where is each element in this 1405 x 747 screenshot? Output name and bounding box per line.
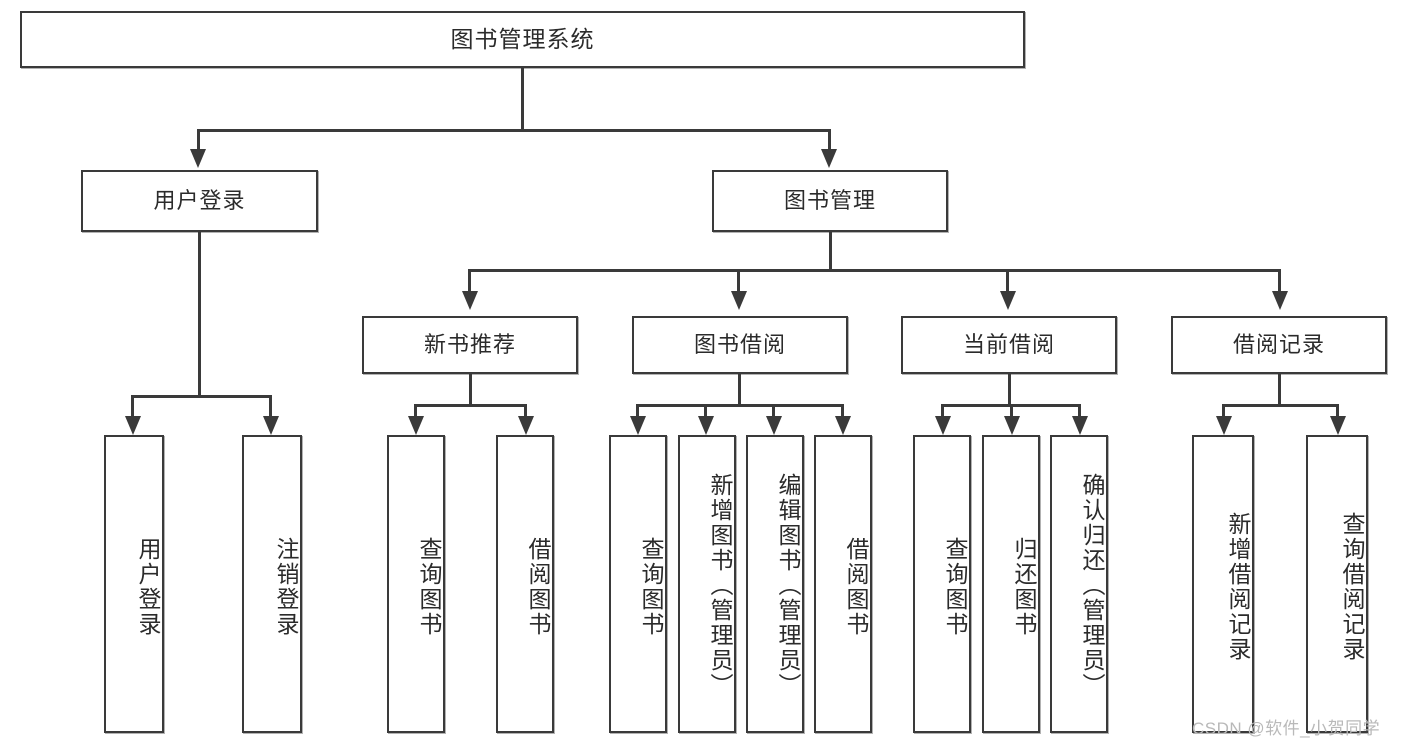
node-label: 用户登录	[153, 187, 246, 213]
arrow-to-leaf-query-book-3	[935, 416, 951, 435]
arrow-to-user-login	[190, 149, 206, 168]
connector-user-login-drop-1	[131, 395, 134, 418]
connector-borrow-stem	[738, 374, 741, 406]
node-label: 查询图书	[416, 537, 442, 637]
connector-borrow-bar	[636, 404, 844, 407]
connector-book-management-bar	[468, 269, 1281, 272]
connector-root-bar	[197, 129, 831, 132]
node-user-login[interactable]: 用户登录	[81, 170, 318, 232]
node-label: 新书推荐	[423, 331, 516, 357]
connector-current-drop-3	[1078, 404, 1081, 418]
connector-l3-drop-2	[737, 269, 740, 292]
connector-record-drop-1	[1222, 404, 1225, 418]
connector-current-drop-2	[1010, 404, 1013, 418]
node-label: 图书借阅	[693, 331, 786, 357]
connector-l3-drop-4	[1278, 269, 1281, 292]
leaf-query-borrow-record[interactable]: 查询借阅记录	[1306, 435, 1368, 733]
arrow-to-current-borrow	[1000, 291, 1016, 310]
leaf-confirm-return-admin[interactable]: 确认归还（管理员）	[1050, 435, 1108, 733]
connector-user-login-drop-2	[269, 395, 272, 418]
connector-l3-drop-1	[468, 269, 471, 292]
connector-current-drop-1	[941, 404, 944, 418]
connector-recommend-bar	[414, 404, 527, 407]
leaf-logout[interactable]: 注销登录	[242, 435, 302, 733]
arrow-to-leaf-add-record	[1216, 416, 1232, 435]
connector-record-drop-2	[1336, 404, 1339, 418]
leaf-edit-book-admin[interactable]: 编辑图书（管理员）	[746, 435, 804, 733]
node-label: 查询图书	[638, 537, 664, 637]
connector-book-management-stem	[829, 232, 832, 271]
watermark-csdn: CSDN @软件_小贺同学	[1192, 714, 1380, 739]
arrow-to-book-management	[821, 149, 837, 168]
leaf-borrow-book-recommend[interactable]: 借阅图书	[496, 435, 554, 733]
node-label: 借阅图书	[843, 537, 869, 637]
node-book-borrow[interactable]: 图书借阅	[632, 316, 848, 374]
node-label: 用户登录	[135, 537, 161, 637]
connector-record-bar	[1222, 404, 1339, 407]
connector-user-login-bar	[131, 395, 269, 398]
connector-recommend-drop-2	[524, 404, 527, 418]
arrow-to-leaf-query-book-2	[630, 416, 646, 435]
node-label: 借阅记录	[1232, 331, 1325, 357]
connector-user-login-stem	[198, 232, 201, 397]
connector-recommend-stem	[469, 374, 472, 406]
node-new-book-recommend[interactable]: 新书推荐	[362, 316, 578, 374]
arrow-to-leaf-logout	[263, 416, 279, 435]
arrow-to-leaf-borrow-book-2	[835, 416, 851, 435]
node-borrow-record[interactable]: 借阅记录	[1171, 316, 1387, 374]
connector-borrow-drop-4	[841, 404, 844, 418]
arrow-to-leaf-borrow-book-1	[518, 416, 534, 435]
leaf-add-book-admin[interactable]: 新增图书（管理员）	[678, 435, 736, 733]
node-label: 确认归还（管理员）	[1079, 472, 1105, 698]
connector-root-stem	[521, 68, 524, 130]
node-book-management[interactable]: 图书管理	[712, 170, 948, 232]
leaf-add-borrow-record[interactable]: 新增借阅记录	[1192, 435, 1254, 733]
arrow-to-book-borrow	[731, 291, 747, 310]
node-label: 编辑图书（管理员）	[775, 472, 801, 698]
arrow-to-leaf-user-login	[125, 416, 141, 435]
leaf-query-book-current[interactable]: 查询图书	[913, 435, 971, 733]
node-label: 查询图书	[942, 537, 968, 637]
connector-root-drop-right	[828, 129, 831, 149]
node-label: 图书管理系统	[450, 25, 595, 52]
connector-root-drop-left	[197, 129, 200, 149]
node-label: 借阅图书	[525, 537, 551, 637]
leaf-borrow-book-borrow[interactable]: 借阅图书	[814, 435, 872, 733]
leaf-return-book[interactable]: 归还图书	[982, 435, 1040, 733]
connector-l3-drop-3	[1006, 269, 1009, 292]
node-label: 注销登录	[273, 537, 299, 637]
connector-borrow-drop-3	[772, 404, 775, 418]
node-label: 新增图书（管理员）	[707, 472, 733, 698]
arrow-to-leaf-confirm-return	[1072, 416, 1088, 435]
connector-recommend-drop-1	[414, 404, 417, 418]
connector-borrow-drop-2	[704, 404, 707, 418]
leaf-query-book-recommend[interactable]: 查询图书	[387, 435, 445, 733]
connector-record-stem	[1278, 374, 1281, 406]
node-label: 图书管理	[783, 187, 876, 213]
leaf-user-login[interactable]: 用户登录	[104, 435, 164, 733]
arrow-to-leaf-return-book	[1004, 416, 1020, 435]
arrow-to-leaf-edit-book	[766, 416, 782, 435]
node-label: 当前借阅	[962, 331, 1055, 357]
node-root-system[interactable]: 图书管理系统	[20, 11, 1025, 68]
arrow-to-borrow-record	[1272, 291, 1288, 310]
node-label: 新增借阅记录	[1225, 512, 1251, 662]
connector-borrow-drop-1	[636, 404, 639, 418]
watermark-text: CSDN @软件_小贺同学	[1192, 719, 1381, 738]
arrow-to-leaf-add-book	[698, 416, 714, 435]
node-label: 查询借阅记录	[1339, 512, 1365, 662]
connector-current-stem	[1008, 374, 1011, 406]
arrow-to-leaf-query-book-1	[408, 416, 424, 435]
leaf-query-book-borrow[interactable]: 查询图书	[609, 435, 667, 733]
node-current-borrow[interactable]: 当前借阅	[901, 316, 1117, 374]
node-label: 归还图书	[1011, 537, 1037, 637]
arrow-to-leaf-query-record	[1330, 416, 1346, 435]
arrow-to-new-book-recommend	[462, 291, 478, 310]
